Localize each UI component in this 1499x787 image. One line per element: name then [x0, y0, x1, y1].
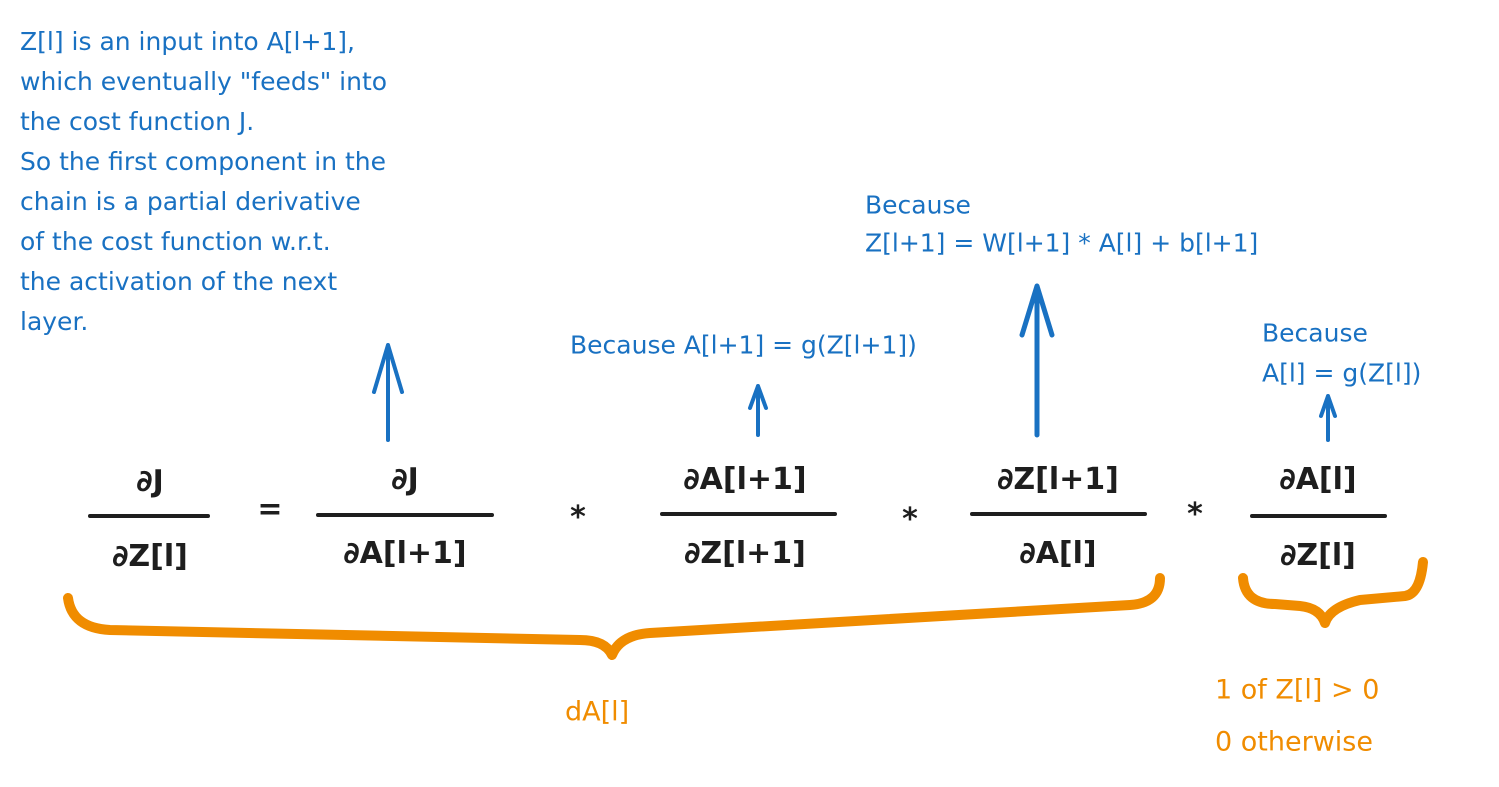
note-line: chain is a partial derivative — [20, 187, 361, 216]
arrow-up-icon — [748, 384, 768, 437]
term2-denominator: ∂Z[l+1] — [684, 536, 806, 571]
note-line: the activation of the next — [20, 267, 338, 296]
term1-denominator: ∂A[l+1] — [343, 536, 467, 571]
annotation-term2: Because A[l+1] = g(Z[l+1]) — [570, 330, 917, 360]
curly-brace-relu-derivative — [1238, 557, 1428, 628]
term3-denominator: ∂A[l] — [1019, 536, 1097, 571]
arrow-up-icon — [1019, 283, 1055, 438]
arrow-up-icon — [1319, 394, 1337, 442]
brace-label-relu-line2: 0 otherwise — [1215, 726, 1373, 758]
multiply-sign: * — [902, 502, 918, 537]
note-line: So the first component in the — [20, 147, 387, 176]
term3-numerator: ∂Z[l+1] — [997, 462, 1119, 497]
brace-label-da: dA[l] — [565, 696, 630, 728]
annotation-term4-line1: Because — [1262, 318, 1368, 348]
term4-denominator: ∂Z[l] — [1280, 538, 1356, 573]
multiply-sign: * — [570, 500, 586, 535]
term4-numerator: ∂A[l] — [1279, 462, 1357, 497]
note-line: of the cost function w.r.t. — [20, 227, 331, 256]
note-line: layer. — [20, 307, 89, 336]
equals-sign: = — [257, 492, 283, 527]
annotation-term3-line2: Z[l+1] = W[l+1] * A[l] + b[l+1] — [865, 228, 1259, 258]
curly-brace-da — [63, 573, 1165, 660]
lhs-denominator: ∂Z[l] — [112, 539, 188, 574]
note-line: which eventually "feeds" into — [20, 67, 388, 96]
explanation-note: Z[l] is an input into A[l+1], which even… — [20, 22, 387, 342]
term2-numerator: ∂A[l+1] — [683, 462, 807, 497]
lhs-numerator: ∂J — [136, 464, 164, 499]
term1-numerator: ∂J — [391, 462, 419, 497]
note-line: the cost function J. — [20, 107, 255, 136]
brace-label-relu-line1: 1 of Z[l] > 0 — [1215, 674, 1380, 706]
annotation-term3-line1: Because — [865, 190, 971, 220]
arrow-up-icon — [372, 343, 404, 442]
multiply-sign: * — [1187, 497, 1203, 532]
annotation-term4-line2: A[l] = g(Z[l]) — [1262, 358, 1422, 388]
note-line: Z[l] is an input into A[l+1], — [20, 27, 355, 56]
